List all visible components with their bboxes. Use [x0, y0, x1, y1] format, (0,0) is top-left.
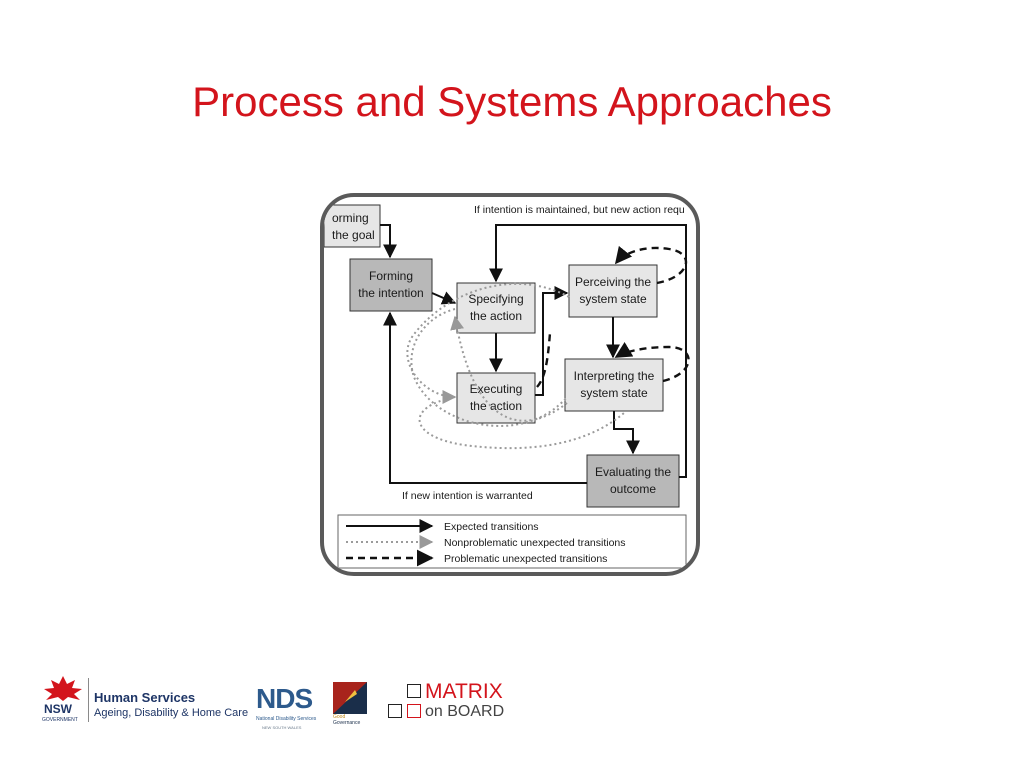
node-executing-line1: Executing [470, 382, 523, 396]
node-perceiving-system-state: Perceiving the system state [568, 264, 658, 318]
node-forming-goal: orming the goal [324, 204, 381, 248]
bottom-note: If new intention is warranted [402, 490, 533, 502]
node-specifying-line1: Specifying [468, 292, 523, 306]
nsw-mark: NSW [44, 702, 72, 716]
legend-nonproblematic: Nonproblematic unexpected transitions [444, 537, 626, 549]
legend: Expected transitions Nonproblematic unex… [337, 514, 687, 569]
legend-problematic: Problematic unexpected transitions [444, 553, 607, 565]
node-evaluating-line1: Evaluating the [595, 465, 671, 479]
node-forming-intention-line2: the intention [358, 286, 423, 300]
top-note: If intention is maintained, but new acti… [474, 204, 685, 216]
nds-logo: NDS [256, 683, 313, 714]
good-governance-logo-icon [333, 682, 367, 714]
node-executing-action: Executing the action [456, 372, 536, 424]
node-evaluating-line2: outcome [610, 482, 656, 496]
node-evaluating-outcome: Evaluating the outcome [586, 454, 680, 508]
matrix-square-top-icon [407, 684, 421, 698]
problematic-transitions [536, 245, 690, 388]
node-forming-goal-line2: the goal [332, 228, 375, 242]
nonproblematic-transitions [406, 282, 625, 450]
nsw-government-label: GOVERNMENT [42, 717, 78, 723]
matrix-square-left-icon [388, 704, 402, 718]
node-interpreting-line1: Interpreting the [574, 369, 655, 383]
node-interpreting-line2: system state [580, 386, 648, 400]
waratah-logo-icon [44, 676, 82, 701]
expected-transitions [380, 224, 687, 484]
action-cycle-diagram: orming the goal Forming the intention Sp… [324, 204, 690, 569]
node-forming-intention-line1: Forming [369, 269, 413, 283]
node-perceiving-line2: system state [579, 292, 647, 306]
matrix-title: MATRIX [425, 680, 503, 703]
slide-title: Process and Systems Approaches [192, 78, 832, 125]
governance-line2: Governance [333, 720, 361, 726]
nds-caption: National Disability Services [256, 716, 317, 722]
nsw-divider [88, 678, 89, 722]
governance-line1: Good [333, 714, 346, 720]
nsw-title: Human Services [94, 690, 196, 705]
node-specifying-line2: the action [470, 309, 522, 323]
node-forming-goal-line1: orming [332, 211, 369, 225]
legend-expected: Expected transitions [444, 521, 539, 533]
node-interpreting-system-state: Interpreting the system state [564, 358, 664, 412]
node-specifying-action: Specifying the action [456, 282, 536, 334]
nds-region: NEW SOUTH WALES [262, 725, 302, 730]
node-perceiving-line1: Perceiving the [575, 275, 651, 289]
diagram-frame: orming the goal Forming the intention Sp… [320, 193, 700, 576]
matrix-square-red-icon [407, 704, 421, 718]
node-forming-intention: Forming the intention [349, 258, 433, 312]
nsw-subtitle: Ageing, Disability & Home Care [94, 707, 249, 719]
matrix-subtitle: on BOARD [425, 703, 505, 720]
node-executing-line2: the action [470, 399, 522, 413]
footer-logos: NSW GOVERNMENT Human Services Ageing, Di… [0, 670, 1024, 730]
